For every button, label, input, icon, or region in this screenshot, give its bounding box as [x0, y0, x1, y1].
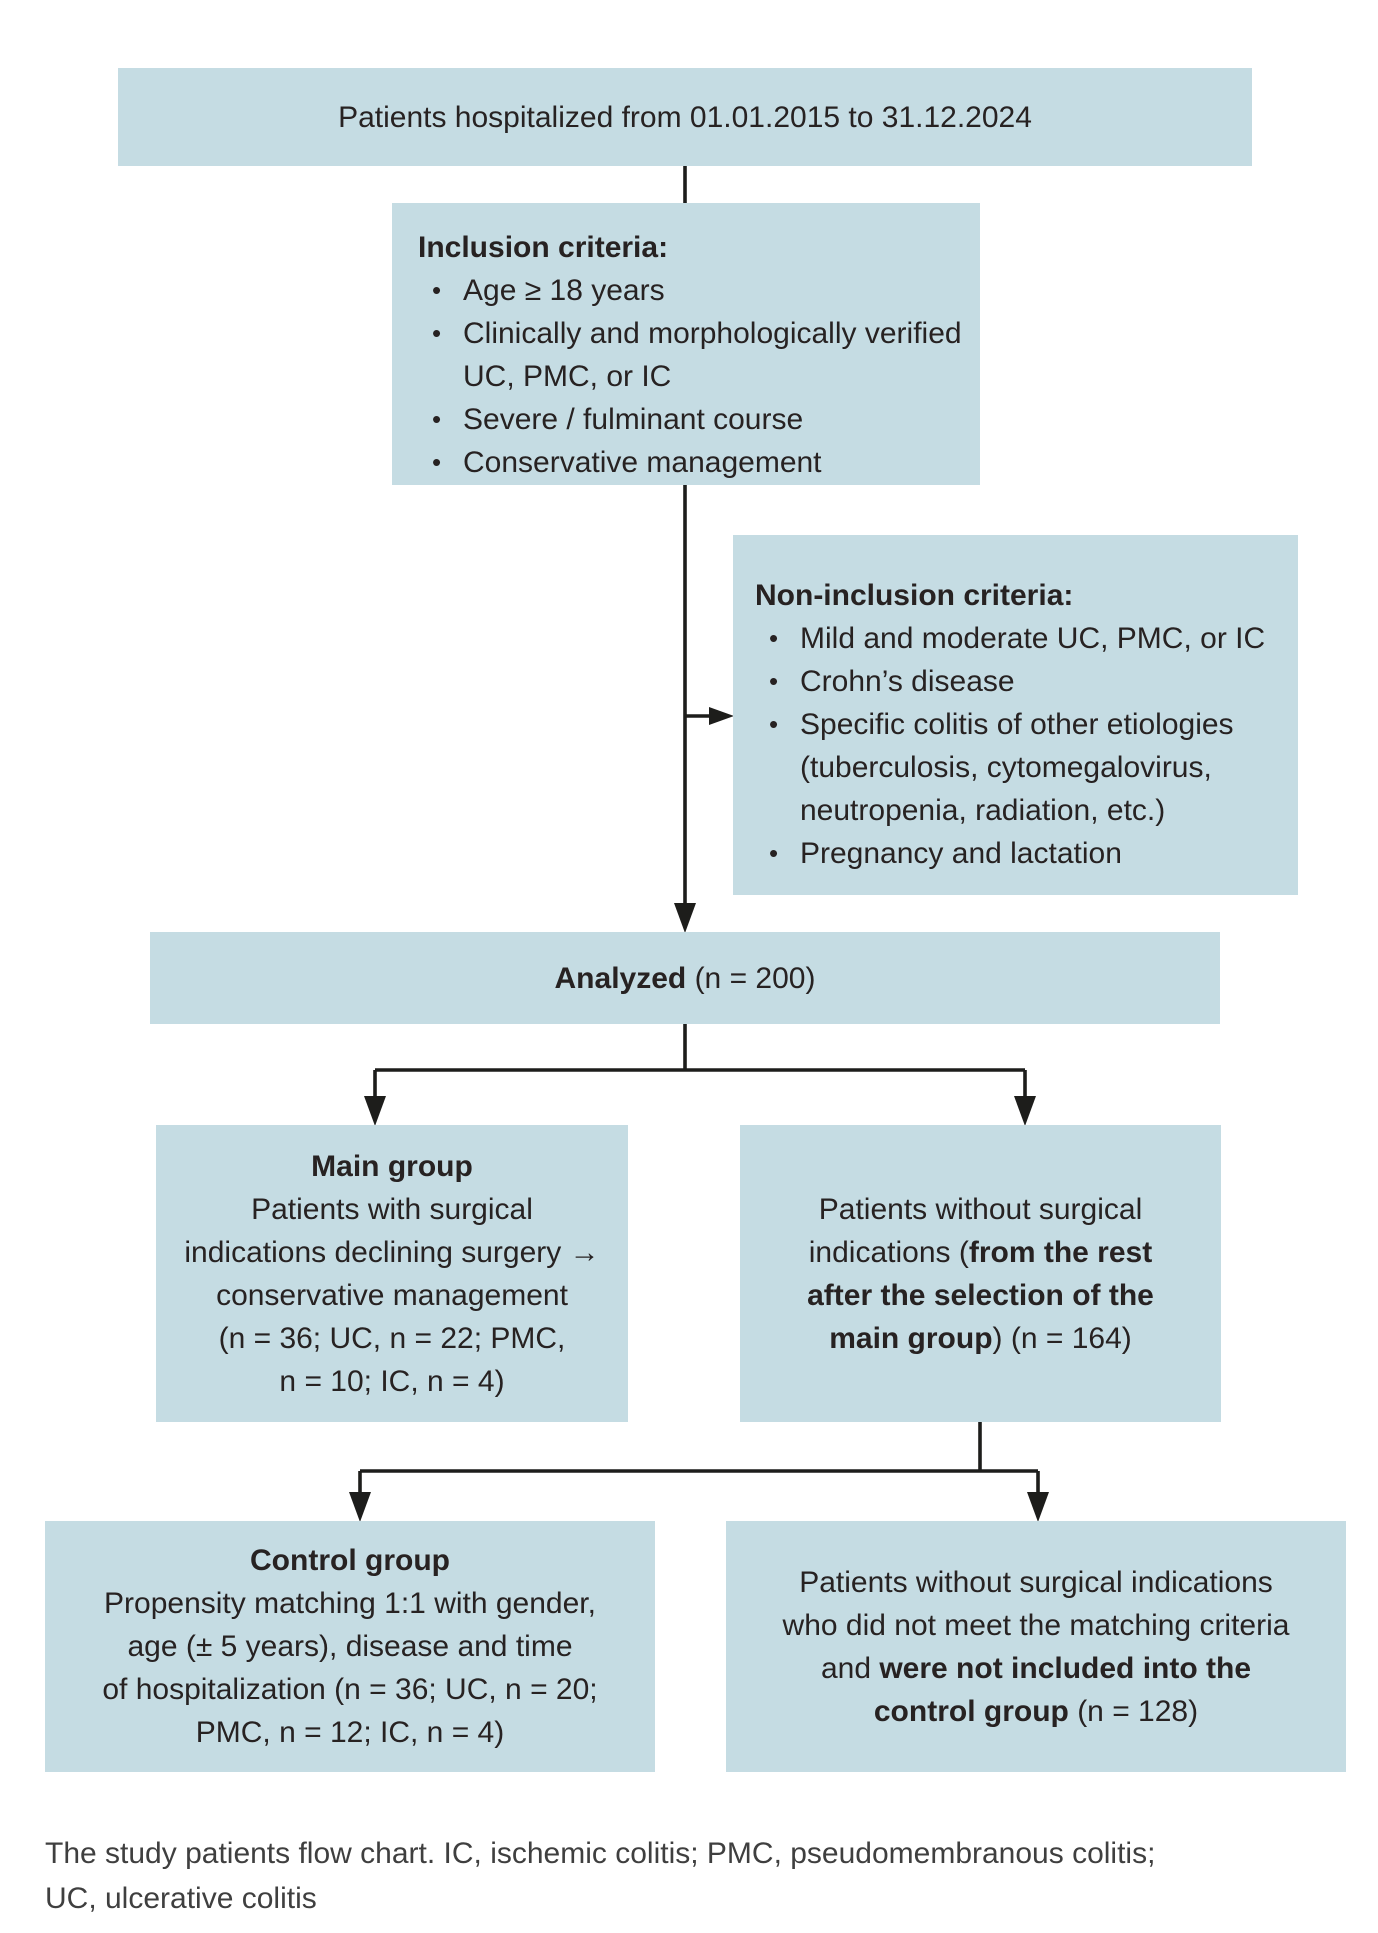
arrowhead-down-into-main-group-icon — [364, 1096, 386, 1126]
text-line: Patients without surgical — [818, 1192, 1143, 1226]
arrowhead-down-into-not-included-icon — [1027, 1492, 1049, 1522]
arrowhead-down-into-without-indications-icon — [1014, 1096, 1036, 1126]
non-inclusion-criteria-box: Non-inclusion criteria: Mild and moderat… — [733, 535, 1298, 895]
text-line: main group) (n = 164) — [829, 1321, 1132, 1355]
text-line: Main group — [311, 1149, 473, 1183]
bullet-item: Crohn’s disease — [755, 660, 1288, 703]
text-line: conservative management — [216, 1278, 568, 1312]
bullet-item: Mild and moderate UC, PMC, or IC — [755, 617, 1288, 660]
text-line: of hospitalization (n = 36; UC, n = 20; — [102, 1673, 598, 1706]
hospitalized-text: Patients hospitalized from 01.01.2015 to… — [338, 100, 1032, 134]
figure-caption-line-2: UC, ulcerative colitis — [45, 1882, 317, 1915]
text-line: control group (n = 128) — [873, 1694, 1199, 1728]
inclusion-criteria-title: Inclusion criteria: — [418, 231, 669, 264]
text-line: indications declining surgery → — [184, 1235, 600, 1269]
bullet-item: Specific colitis of other etiologies (tu… — [755, 703, 1288, 832]
non-inclusion-criteria-title: Non-inclusion criteria: — [755, 579, 1074, 612]
text-line: Control group — [250, 1544, 450, 1577]
text-line: Propensity matching 1:1 with gender, — [104, 1587, 596, 1620]
non-inclusion-criteria-list: Mild and moderate UC, PMC, or ICCrohn’s … — [755, 617, 1288, 875]
analyzed-box: Analyzed (n = 200) — [150, 932, 1220, 1024]
connector-rest-split — [358, 1422, 1040, 1494]
text-line: PMC, n = 12; IC, n = 4) — [195, 1716, 505, 1749]
inclusion-criteria-list: Age ≥ 18 yearsClinically and morphologic… — [418, 269, 964, 484]
without-surgical-indications-box: Patients without surgical indications (fr… — [740, 1125, 1221, 1422]
connector-analyzed-split — [373, 1024, 1027, 1098]
text-line: age (± 5 years), disease and time — [127, 1630, 573, 1663]
arrowhead-right-into-non-inclusion-icon — [709, 707, 734, 725]
arrowhead-down-into-analyzed-icon — [674, 903, 696, 933]
text-line: indications (from the rest — [808, 1235, 1153, 1269]
bullet-item: Severe / fulminant course — [418, 398, 964, 441]
figure-caption: The study patients flow chart. IC, ische… — [45, 1831, 1335, 1921]
bullet-item: Conservative management — [418, 441, 964, 484]
text-line: and were not included into the — [820, 1651, 1252, 1685]
inclusion-criteria-box: Inclusion criteria: Age ≥ 18 yearsClinic… — [392, 203, 980, 485]
arrowhead-down-into-control-group-icon — [349, 1492, 371, 1522]
text-line: after the selection of the — [807, 1278, 1154, 1312]
bullet-item: Pregnancy and lactation — [755, 832, 1288, 875]
text-line: Patients with surgical — [251, 1192, 533, 1226]
hospitalized-box: Patients hospitalized from 01.01.2015 to… — [118, 68, 1252, 166]
text-line: who did not meet the matching criteria — [782, 1608, 1290, 1642]
bullet-item: Age ≥ 18 years — [418, 269, 964, 312]
figure-caption-line-1: The study patients flow chart. IC, ische… — [45, 1837, 1156, 1870]
text-line: Analyzed (n = 200) — [554, 961, 816, 995]
not-included-into-control-group-box: Patients without surgical indications who… — [726, 1521, 1346, 1772]
text-line: n = 10; IC, n = 4) — [279, 1364, 505, 1398]
text-line: Patients without surgical indications — [799, 1565, 1273, 1599]
bullet-item: Clinically and morphologically verified … — [418, 312, 964, 398]
text-line: (n = 36; UC, n = 22; PMC, — [218, 1321, 566, 1355]
